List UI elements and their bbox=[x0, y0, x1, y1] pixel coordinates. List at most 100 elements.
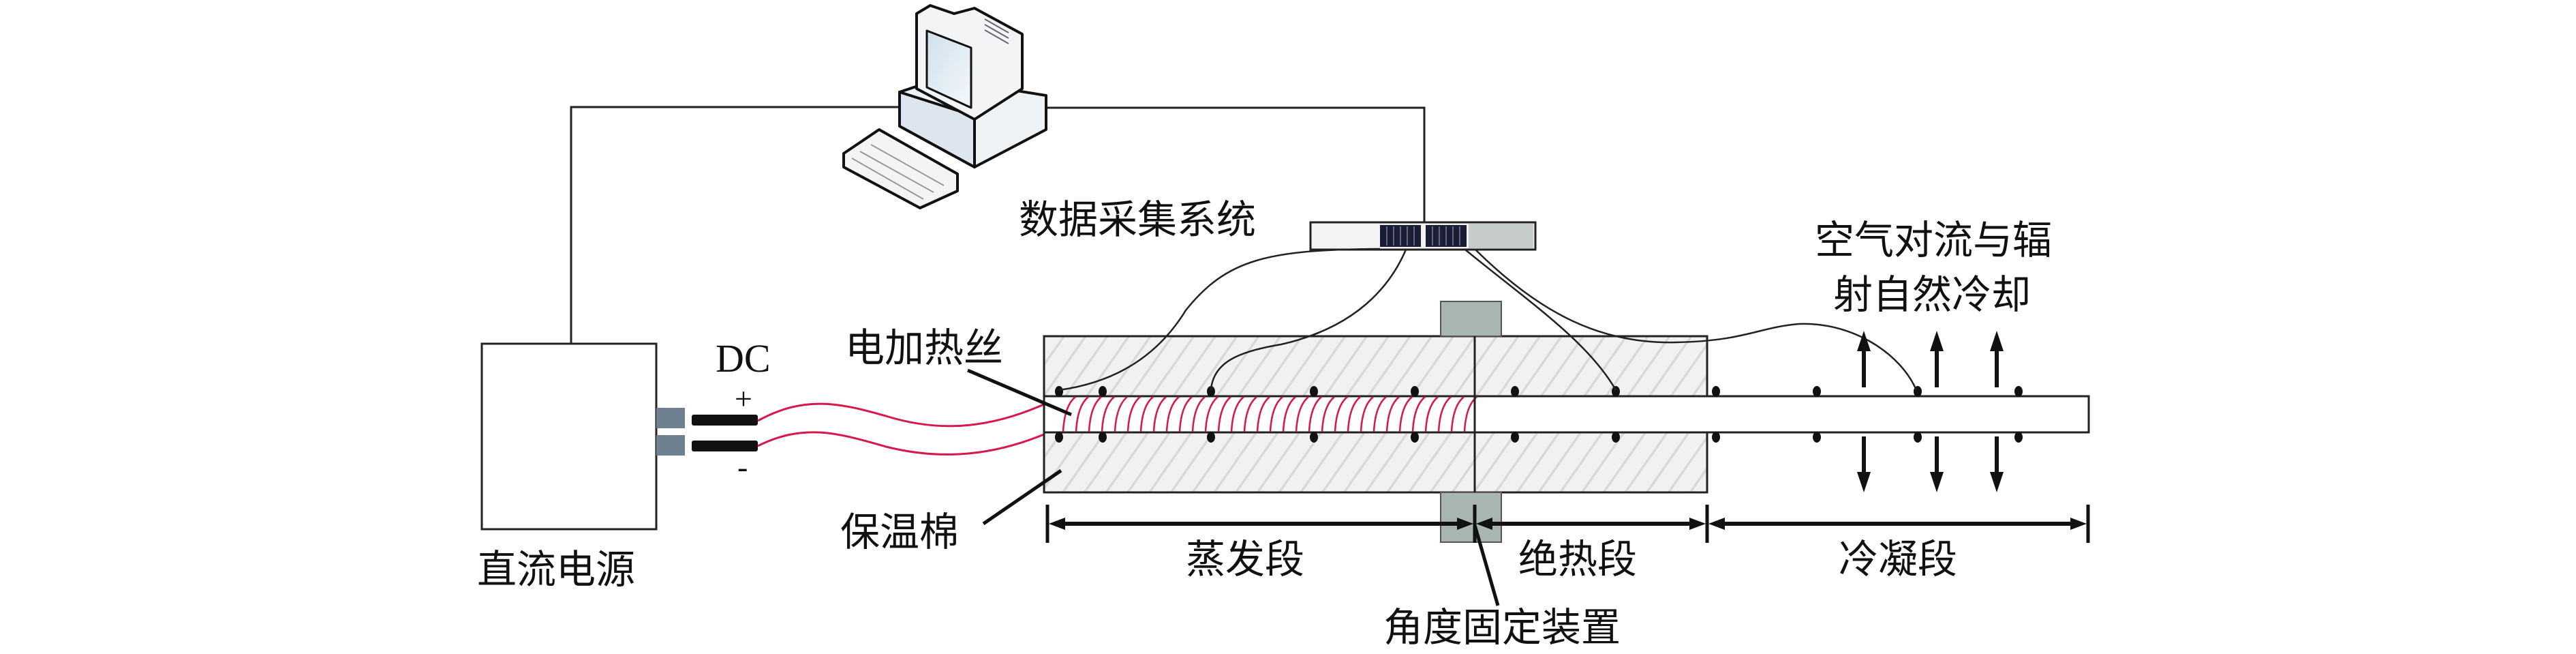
computer-to-daq-cable bbox=[1046, 106, 1426, 222]
thermocouple-dot-top bbox=[2014, 386, 2023, 397]
coil-turn bbox=[1321, 396, 1335, 432]
minus-sign: - bbox=[737, 449, 748, 484]
insulation-label: 保温棉 bbox=[840, 509, 959, 555]
coil-turn bbox=[1295, 396, 1309, 432]
coil-turn bbox=[1308, 396, 1322, 432]
tc-wire-1 bbox=[1058, 248, 1381, 391]
thermocouple-dot-top bbox=[1099, 386, 1107, 397]
insulation-leader bbox=[982, 469, 1062, 526]
coil-turn bbox=[1398, 396, 1413, 432]
thermocouple-dot-bottom bbox=[1411, 432, 1419, 443]
thermocouple-dot-bottom bbox=[1813, 432, 1821, 443]
heating-wire-leader bbox=[967, 368, 1072, 417]
angle-fixture-bottom bbox=[1440, 492, 1502, 543]
coil-turn bbox=[1437, 396, 1452, 432]
angle-fixture-label: 角度固定装置 bbox=[1383, 604, 1621, 651]
negative-plug bbox=[692, 441, 758, 451]
thermocouple-dot-bottom bbox=[1511, 432, 1519, 443]
coil-turn bbox=[1126, 396, 1141, 432]
thermocouple-dot-top bbox=[1813, 386, 1821, 397]
tc-wire-3 bbox=[1465, 249, 1617, 391]
coil-turn bbox=[1217, 396, 1231, 432]
coil-turn bbox=[1152, 396, 1167, 432]
arrowhead-down-icon bbox=[1990, 472, 2004, 492]
thermocouple-wires bbox=[1058, 248, 1918, 391]
adiabatic-label: 绝热段 bbox=[1518, 536, 1637, 582]
tc-wire-2 bbox=[1210, 249, 1407, 391]
coil-turn bbox=[1360, 396, 1374, 432]
evaporator-label: 蒸发段 bbox=[1186, 536, 1304, 582]
dimension-arrowhead-icon bbox=[1457, 518, 1473, 530]
fixture-leader bbox=[1473, 524, 1500, 606]
thermocouple-dot-bottom bbox=[1914, 432, 1922, 443]
coil-turn bbox=[1334, 396, 1348, 432]
cooling-label-line2: 射自然冷却 bbox=[1833, 271, 2031, 318]
dimension-arrowhead-icon bbox=[1689, 518, 1706, 530]
coil-turn bbox=[1450, 396, 1465, 432]
tc-wire-4 bbox=[1475, 249, 1918, 391]
dimension-arrowhead-icon bbox=[1049, 518, 1065, 530]
thermocouple-dot-bottom bbox=[2014, 432, 2023, 443]
coil-turn bbox=[1269, 396, 1283, 432]
coil-turn bbox=[1373, 396, 1387, 432]
arrowhead-down-icon bbox=[1930, 472, 1944, 492]
coil-turn bbox=[1411, 396, 1426, 432]
thermocouple-dot-top bbox=[1511, 386, 1519, 397]
keyboard-icon bbox=[842, 128, 959, 209]
dimension-arrowhead-icon bbox=[1476, 518, 1492, 530]
arrowhead-up-icon bbox=[1930, 331, 1944, 351]
thermocouple-dot-bottom bbox=[1055, 432, 1063, 443]
heating-coil bbox=[1062, 396, 1477, 432]
coil-turn bbox=[1347, 396, 1361, 432]
arrowhead-down-icon bbox=[1857, 472, 1871, 492]
computer-icon bbox=[842, 4, 1047, 209]
positive-lead bbox=[757, 396, 1060, 428]
coil-turn bbox=[1243, 396, 1257, 432]
monitor-screen bbox=[925, 29, 972, 109]
coil-turn bbox=[1424, 396, 1439, 432]
angle-fixture-top bbox=[1440, 301, 1502, 337]
coil-turn bbox=[1385, 396, 1400, 432]
dimension-arrowhead-icon bbox=[1708, 518, 1725, 530]
coil-turn bbox=[1204, 396, 1218, 432]
thermocouples bbox=[1055, 386, 2023, 443]
coil-turn bbox=[1178, 396, 1193, 432]
positive-terminal bbox=[656, 408, 685, 428]
plus-sign: + bbox=[735, 381, 752, 416]
thermocouple-dot-bottom bbox=[1207, 432, 1215, 443]
coil-turn bbox=[1256, 396, 1270, 432]
negative-lead bbox=[757, 428, 1056, 456]
signal-cables bbox=[570, 106, 1426, 344]
thermocouple-dot-top bbox=[1207, 386, 1215, 397]
daq-rack-icon bbox=[1309, 221, 1537, 251]
coil-turn bbox=[1088, 396, 1102, 432]
thermocouple-dot-top bbox=[1310, 386, 1318, 397]
coil-turn bbox=[1075, 396, 1089, 432]
coil-turn bbox=[1230, 396, 1244, 432]
dc-power-supply-box bbox=[480, 342, 658, 531]
coil-turn bbox=[1191, 396, 1206, 432]
positive-plug bbox=[692, 415, 758, 426]
daq-label: 数据采集系统 bbox=[1019, 196, 1256, 243]
heating-wire-leads bbox=[757, 396, 1060, 456]
thermocouple-dot-top bbox=[1411, 386, 1419, 397]
thermocouple-dot-top bbox=[1712, 386, 1720, 397]
heat-pipe bbox=[1043, 395, 2090, 434]
arrowhead-up-icon bbox=[1990, 331, 2004, 351]
power-supply-label: 直流电源 bbox=[477, 546, 635, 593]
coil-turn bbox=[1139, 396, 1154, 432]
thermocouple-dot-top bbox=[1612, 386, 1620, 397]
coil-turn bbox=[1282, 396, 1296, 432]
cooling-arrows bbox=[1857, 331, 2004, 492]
thermocouple-dot-top bbox=[1055, 386, 1063, 397]
thermocouple-dot-bottom bbox=[1612, 432, 1620, 443]
arrowhead-up-icon bbox=[1857, 331, 1871, 351]
cooling-label-line1: 空气对流与辐 bbox=[1815, 217, 2052, 263]
negative-terminal bbox=[656, 435, 685, 456]
coil-turn bbox=[1101, 396, 1115, 432]
thermocouple-dot-bottom bbox=[1712, 432, 1720, 443]
dc-label: DC bbox=[716, 336, 771, 381]
section-dimensions bbox=[1045, 505, 2090, 543]
coil-turn bbox=[1114, 396, 1128, 432]
